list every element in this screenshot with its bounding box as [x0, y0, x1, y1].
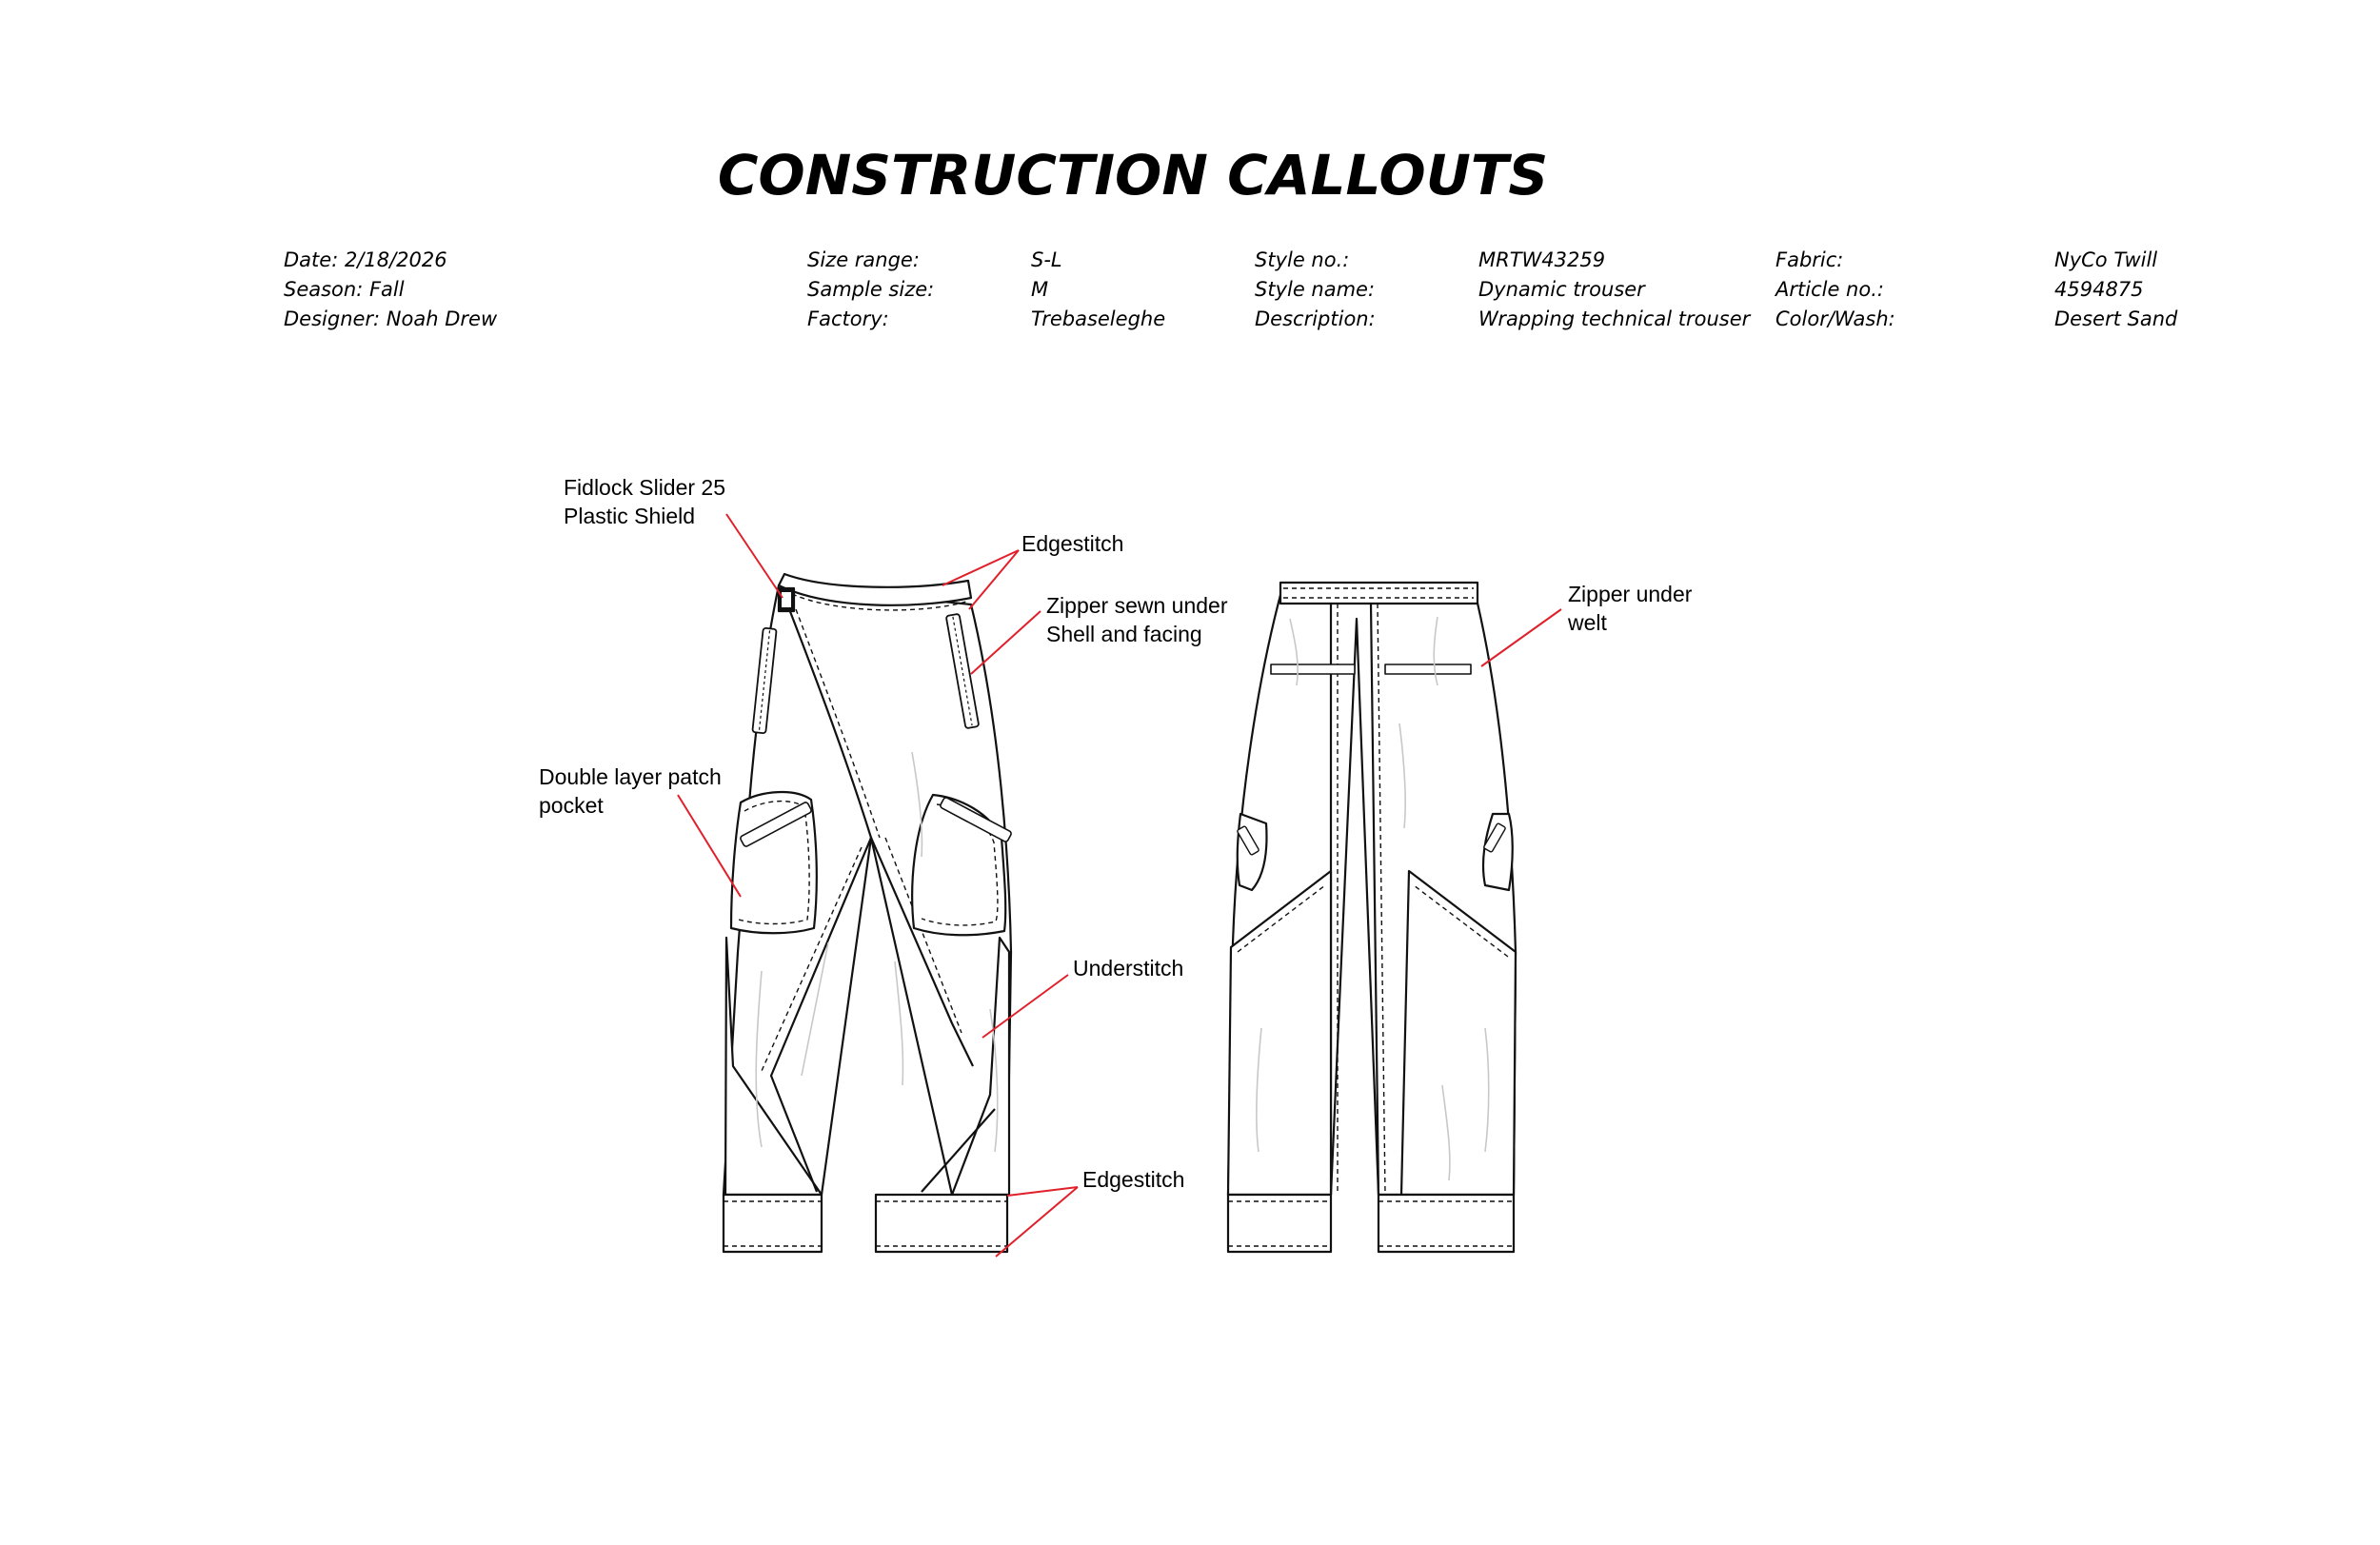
callout-patch-pocket: Double layer patch pocket [539, 763, 722, 820]
spec-fabric-value: NyCo Twill [2054, 248, 2158, 271]
spec-date: Date: 2/18/2026 [284, 248, 447, 271]
spec-size-range-value: S-L [1031, 248, 1062, 271]
leader-edgestitch-top-b [968, 549, 1020, 610]
spec-column-size-labels: Size range: Sample size: Factory: [807, 246, 934, 334]
spec-description-label: Description: [1255, 307, 1376, 330]
spec-color-wash-value: Desert Sand [2054, 307, 2178, 330]
spec-style-no-label: Style no.: [1255, 248, 1350, 271]
leader-edgestitch-top-a [942, 549, 1020, 586]
spec-style-name-value: Dynamic trouser [1478, 278, 1645, 301]
callout-patch-pocket-line2: pocket [539, 793, 604, 818]
back-view [1226, 581, 1517, 1254]
callout-zipper-welt-line2: welt [1568, 610, 1607, 635]
callout-patch-pocket-line1: Double layer patch [539, 764, 722, 789]
leader-understitch [982, 974, 1069, 1039]
leader-zipper-sewn [970, 610, 1041, 675]
callout-zipper-sewn-line2: Shell and facing [1046, 622, 1202, 646]
callout-edgestitch-top: Edgestitch [1021, 531, 1124, 556]
callout-fidlock: Fidlock Slider 25 Plastic Shield [564, 473, 725, 530]
spec-factory-label: Factory: [807, 307, 889, 330]
spec-fabric-label: Fabric: [1775, 248, 1844, 271]
spec-style-no-value: MRTW43259 [1478, 248, 1606, 271]
callout-fidlock-line2: Plastic Shield [564, 504, 696, 528]
page-title: CONSTRUCTION CALLOUTS [717, 143, 1549, 208]
front-view [722, 572, 1013, 1254]
spec-description-value: Wrapping technical trouser [1478, 307, 1751, 330]
spec-column-style-values: MRTW43259 Dynamic trouser Wrapping techn… [1478, 246, 1750, 334]
spec-column-general: Date: 2/18/2026 Season: Fall Designer: N… [284, 246, 497, 334]
spec-color-wash-label: Color/Wash: [1775, 307, 1895, 330]
callout-leader-lines [677, 513, 1562, 1258]
spec-column-style-labels: Style no.: Style name: Description: [1255, 246, 1376, 334]
spec-article-no-label: Article no.: [1775, 278, 1884, 301]
spec-designer: Designer: Noah Drew [284, 307, 498, 330]
spec-column-fabric-labels: Fabric: Article no.: Color/Wash: [1775, 246, 1895, 334]
spec-style-name-label: Style name: [1255, 278, 1376, 301]
leader-edgestitch-bottom-a [1006, 1186, 1079, 1197]
callout-understitch: Understitch [1073, 956, 1184, 980]
spec-sample-size-label: Sample size: [807, 278, 935, 301]
callout-zipper-welt: Zipper under welt [1568, 580, 1692, 637]
spec-article-no-value: 4594875 [2054, 278, 2144, 301]
spec-size-range-label: Size range: [807, 248, 920, 271]
spec-column-fabric-values: NyCo Twill 4594875 Desert Sand [2054, 246, 2177, 334]
callout-edgestitch-bottom: Edgestitch [1082, 1167, 1185, 1192]
spec-sample-size-value: M [1031, 278, 1049, 301]
spec-factory-value: Trebaseleghe [1031, 307, 1166, 330]
spec-season: Season: Fall [284, 278, 405, 301]
callout-zipper-welt-line1: Zipper under [1568, 582, 1693, 606]
leader-patch-pocket [677, 794, 742, 898]
leader-zipper-welt [1480, 608, 1562, 667]
leader-edgestitch-bottom-b [995, 1186, 1079, 1258]
callout-zipper-sewn-line1: Zipper sewn under [1046, 593, 1228, 618]
callout-fidlock-line1: Fidlock Slider 25 [564, 475, 726, 500]
callout-zipper-sewn: Zipper sewn under Shell and facing [1046, 591, 1228, 648]
leader-fidlock [725, 513, 783, 599]
spec-column-size-values: S-L M Trebaseleghe [1031, 246, 1165, 334]
